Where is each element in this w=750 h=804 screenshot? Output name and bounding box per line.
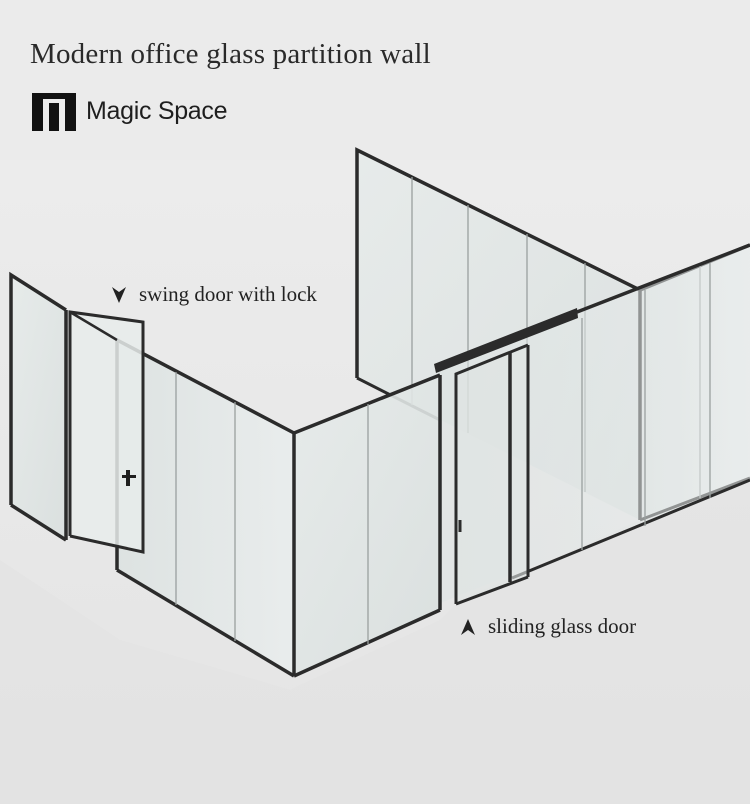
floor-shadow	[0, 480, 750, 804]
arrow-up-icon	[461, 618, 475, 635]
sliding-door-callout: sliding glass door	[460, 614, 636, 639]
left-front-wall	[115, 338, 296, 678]
swing-door-callout: swing door with lock	[111, 282, 317, 307]
brand-name: Magic Space	[86, 97, 228, 125]
sliding-door-label: sliding glass door	[488, 614, 637, 638]
left-end-panel	[9, 271, 68, 542]
swing-door	[68, 310, 145, 554]
sliding-glass-door	[454, 343, 530, 606]
magic-space-logo-icon	[32, 93, 76, 131]
page-title: Modern office glass partition wall	[30, 38, 431, 70]
middle-return-wall	[293, 373, 442, 678]
swing-door-label: swing door with lock	[139, 282, 317, 306]
arrow-down-icon	[112, 286, 126, 303]
